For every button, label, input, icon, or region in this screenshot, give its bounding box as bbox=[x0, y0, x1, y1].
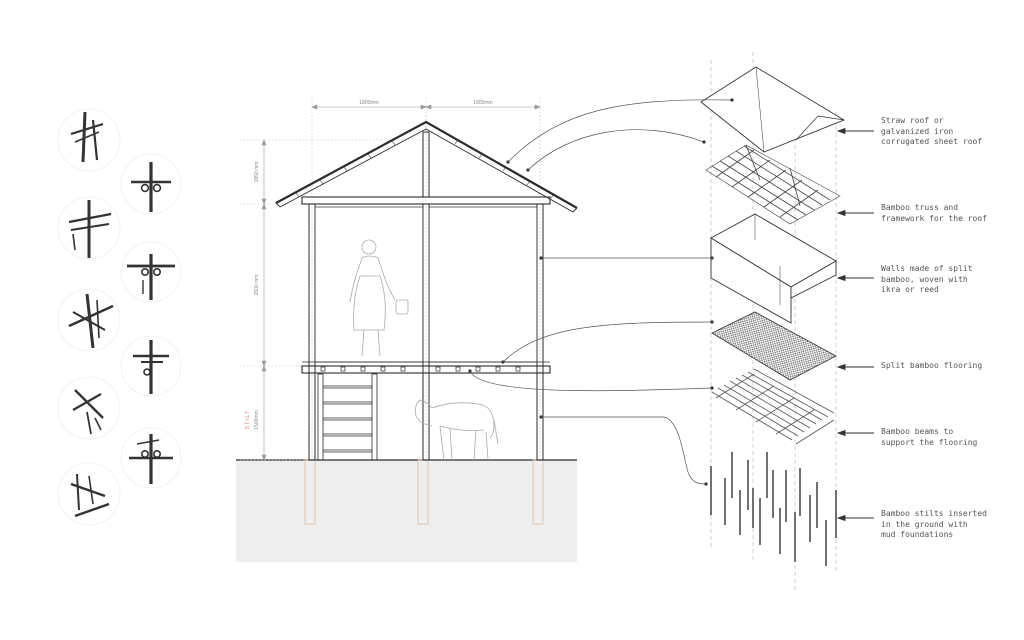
axo-roof bbox=[700, 66, 846, 153]
joint-icon bbox=[120, 335, 182, 397]
dim-stilt-height: 1500mm bbox=[254, 410, 260, 429]
joint-details bbox=[57, 108, 182, 526]
callout-flooring: Split bamboo flooring bbox=[881, 361, 983, 370]
axo-walls bbox=[710, 213, 837, 324]
dim-wall-height: 2600 mm bbox=[254, 275, 260, 296]
axo-beams bbox=[711, 368, 835, 445]
callout-roof: Straw roof or galvanized iron corrugated… bbox=[881, 116, 983, 146]
axo-flooring bbox=[711, 311, 837, 381]
roof bbox=[275, 120, 578, 213]
callout-beams: Bamboo beams to support the flooring bbox=[881, 427, 978, 447]
dim-roof-height: 1950 mm bbox=[254, 162, 260, 183]
section-leader-dots bbox=[468, 160, 543, 419]
frame bbox=[301, 203, 551, 461]
callout-stilts: Bamboo stilts inserted in the ground wit… bbox=[881, 509, 987, 539]
joint-icon bbox=[120, 153, 182, 215]
joint-icon bbox=[120, 427, 182, 489]
ground-block bbox=[236, 460, 577, 562]
joint-icon bbox=[57, 462, 121, 526]
dim-top-left: 1800mm bbox=[359, 100, 378, 106]
exploded-axonometric bbox=[700, 52, 846, 590]
cow-figure bbox=[415, 399, 499, 461]
dim-top-right: 1800mm bbox=[473, 100, 492, 106]
guide-lines bbox=[240, 98, 541, 461]
ladder bbox=[317, 373, 378, 461]
joint-icon bbox=[57, 196, 121, 260]
house-section: 1800mm 1800mm 1950 mm 2600 mm 1500mm S T… bbox=[236, 98, 578, 562]
callout-truss: Bamboo truss and framework for the roof bbox=[881, 203, 987, 223]
stilt-label: S T I L T bbox=[245, 411, 251, 430]
joint-icon bbox=[120, 241, 182, 303]
axo-truss bbox=[705, 144, 841, 225]
joint-icon bbox=[57, 108, 121, 172]
callout-walls: Walls made of split bamboo, woven with i… bbox=[881, 264, 973, 294]
leader-end-dots bbox=[702, 98, 734, 486]
joint-icon bbox=[57, 288, 121, 352]
leader-lines bbox=[469, 99, 733, 485]
dimension-lines bbox=[261, 104, 541, 461]
joist-ends bbox=[320, 366, 521, 372]
woman-figure bbox=[349, 239, 409, 357]
axo-stilts bbox=[710, 452, 837, 566]
joint-icon bbox=[57, 376, 121, 440]
callout-arrows bbox=[836, 127, 874, 522]
